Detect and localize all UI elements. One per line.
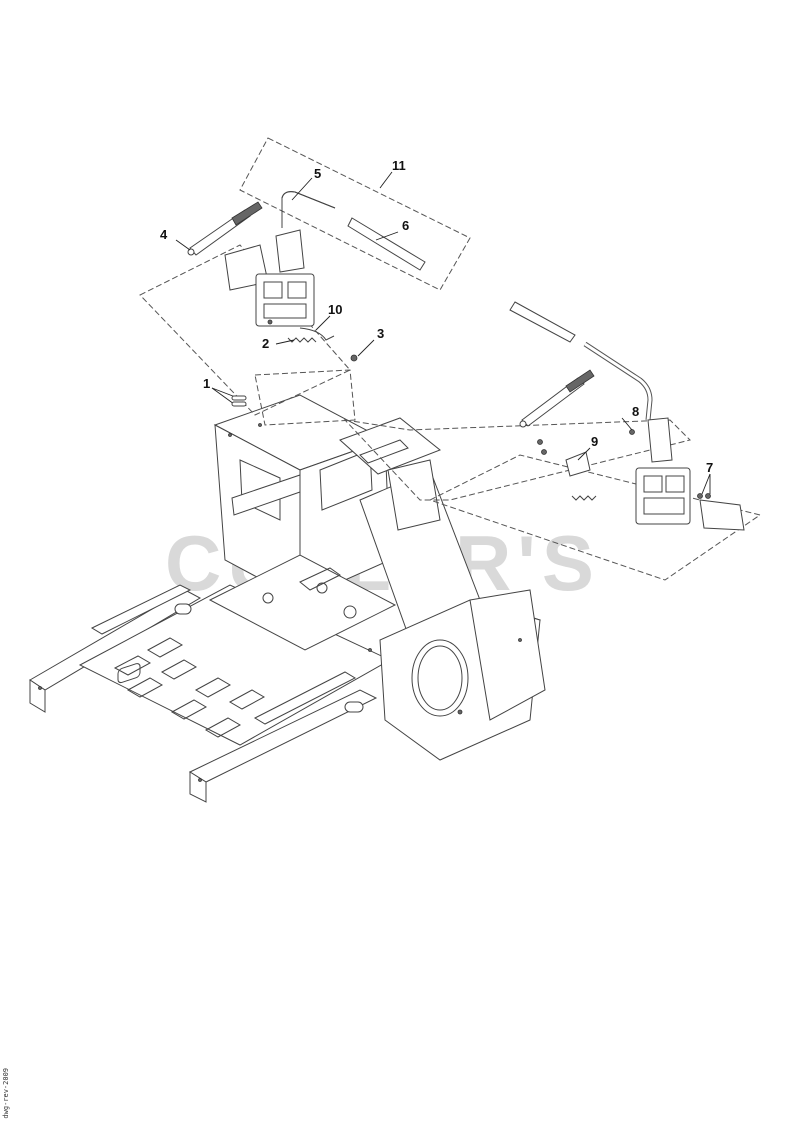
callout-7: 7 bbox=[706, 460, 713, 475]
callout-4: 4 bbox=[160, 227, 168, 242]
left-control-assembly bbox=[139, 137, 471, 426]
callout-1: 1 bbox=[203, 376, 210, 391]
right-control-assembly bbox=[343, 301, 762, 581]
callout-2: 2 bbox=[262, 336, 269, 351]
drawing-code: dwg-rev-2009 bbox=[2, 1068, 10, 1119]
chassis-frame bbox=[29, 394, 546, 803]
callout-3: 3 bbox=[377, 326, 384, 341]
callout-11: 11 bbox=[392, 158, 406, 173]
callout-6: 6 bbox=[402, 218, 409, 233]
callout-9: 9 bbox=[591, 434, 598, 449]
callout-10: 10 bbox=[328, 302, 342, 317]
callout-8: 8 bbox=[632, 404, 639, 419]
callout-5: 5 bbox=[314, 166, 321, 181]
